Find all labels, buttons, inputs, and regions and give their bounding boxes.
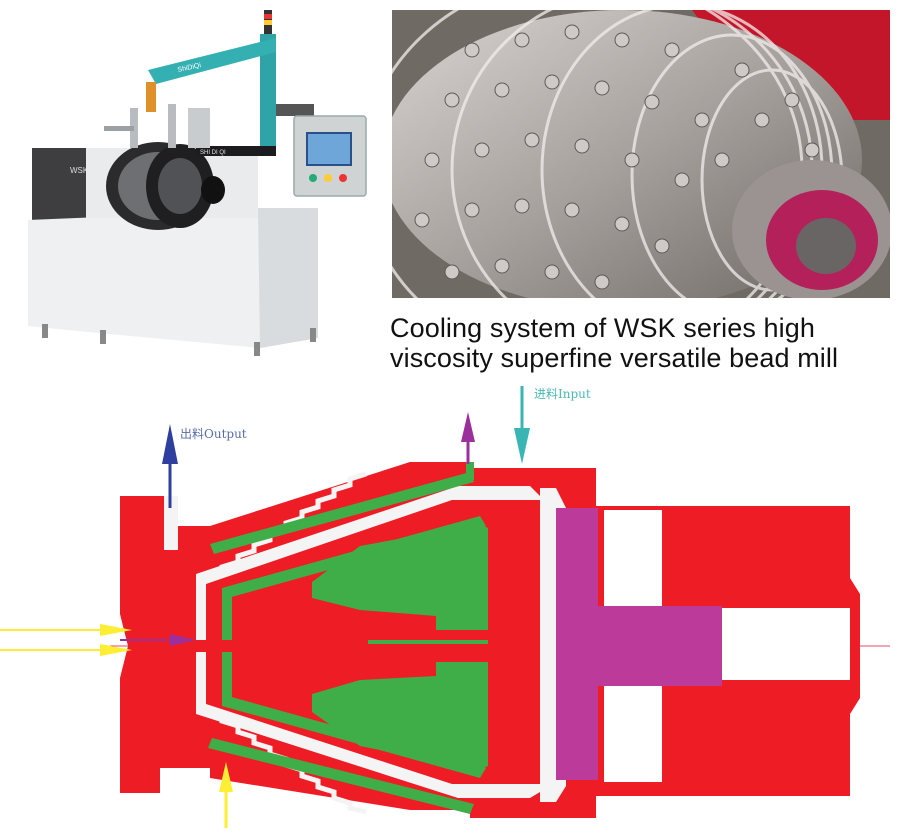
input-label: 进料Input (534, 387, 591, 401)
bead-mill-machine-photo: ShiDiQi WSK-120 SHI DI QI (28, 10, 367, 356)
caption-line-1: Cooling system of WSK series high (390, 313, 815, 343)
output-port (164, 496, 178, 550)
coolant-in-arrows (0, 624, 132, 656)
shell-cooling-lower (208, 738, 474, 814)
brand-plate: SHI DI QI (200, 150, 226, 156)
figure-caption: Cooling system of WSK series high viscos… (390, 313, 895, 373)
shell-cooling-port (466, 462, 474, 480)
caption-line-2: viscosity superfine versatile bead mill (390, 343, 839, 373)
rotor-cooling (222, 516, 488, 778)
cooling-barrel-photo (392, 10, 890, 298)
coolant-bottom-arrow (219, 762, 233, 828)
coolant-return-arrow (120, 634, 196, 646)
shaft-bore (128, 640, 368, 652)
coolant-out-arrow (461, 412, 475, 464)
output-arrow (162, 424, 178, 508)
drive-rotor (556, 508, 722, 780)
shell-cooling-upper (210, 472, 474, 554)
bearing-housing-voids (604, 510, 850, 782)
output-label: 出料Output (180, 427, 247, 441)
cooling-cross-section-diagram: 出料Output 进料Input (0, 386, 890, 828)
arm-label: ShiDiQi (177, 62, 202, 74)
input-arrow (514, 386, 530, 464)
